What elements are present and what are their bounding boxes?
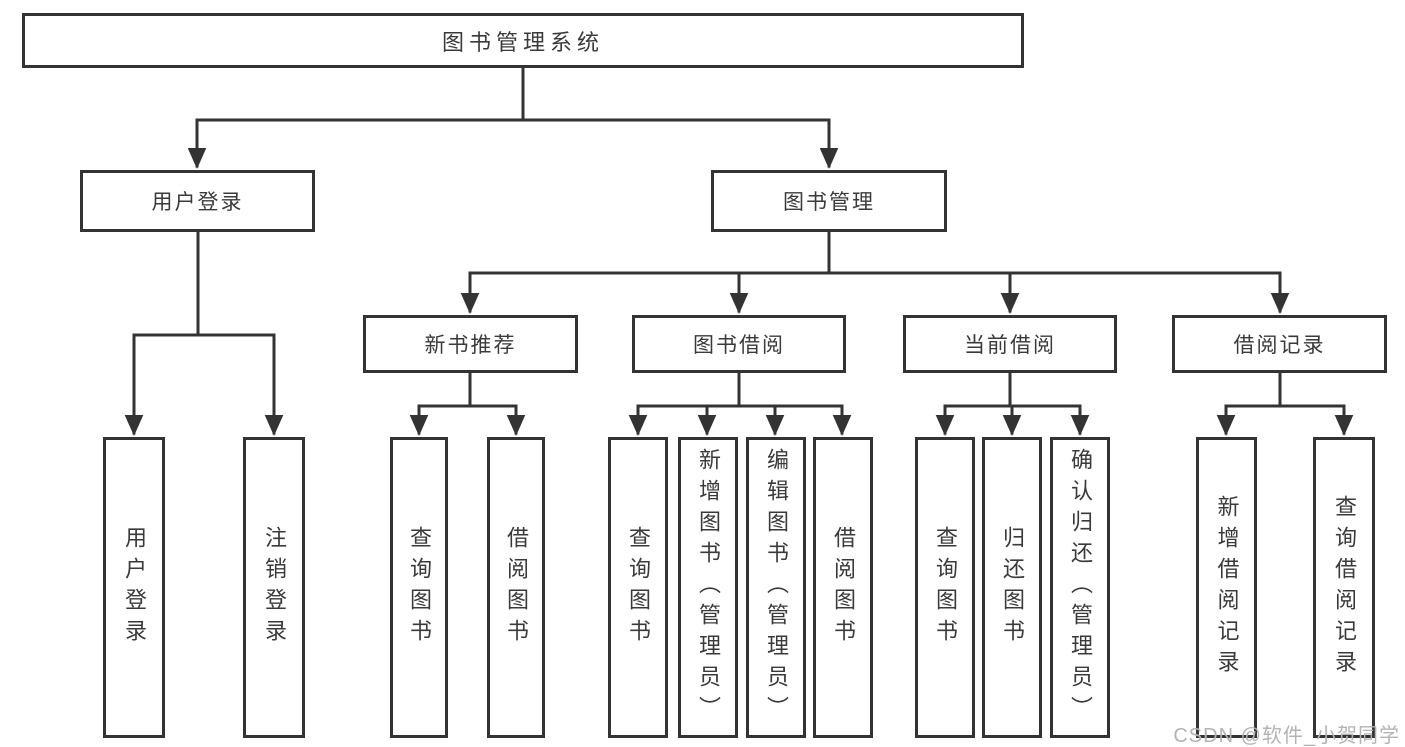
node-user-login: 用户登录 <box>80 170 315 232</box>
node-current-borrow-label: 当前借阅 <box>964 334 1056 357</box>
leaf-add-books-admin-label: 新增图书（管理员） <box>696 448 721 727</box>
leaf-query-borrow-record-label: 查询借阅记录 <box>1332 494 1357 681</box>
leaf-query-borrow-record: 查询借阅记录 <box>1313 437 1375 738</box>
connector-user-login-children <box>124 230 284 436</box>
watermark: CSDN @软件_小贺同学 <box>1173 725 1400 747</box>
leaf-logout: 注销登录 <box>243 437 305 738</box>
leaf-borrow-books-1: 借阅图书 <box>487 437 545 738</box>
node-current-borrow: 当前借阅 <box>903 315 1117 373</box>
node-book-borrow-label: 图书借阅 <box>693 334 785 357</box>
leaf-return-books: 归还图书 <box>982 437 1042 738</box>
leaf-confirm-return-admin-label: 确认归还（管理员） <box>1068 448 1093 727</box>
leaf-logout-label: 注销登录 <box>262 525 287 650</box>
node-borrow-record-label: 借阅记录 <box>1233 334 1326 357</box>
node-book-borrow: 图书借阅 <box>632 315 846 373</box>
leaf-query-books-2-label: 查询图书 <box>626 525 651 650</box>
leaf-query-books-1: 查询图书 <box>390 437 448 738</box>
leaf-borrow-books-1-label: 借阅图书 <box>504 525 529 650</box>
leaf-query-books-1-label: 查询图书 <box>407 525 432 650</box>
connector-root-to-level2 <box>187 66 839 169</box>
node-root-label: 图书管理系统 <box>441 29 604 55</box>
leaf-return-books-label: 归还图书 <box>1000 525 1025 650</box>
node-book-management: 图书管理 <box>711 170 947 232</box>
leaf-add-books-admin: 新增图书（管理员） <box>678 437 738 738</box>
connector-new-book-children <box>409 371 526 436</box>
connector-current-borrow-children <box>935 371 1090 436</box>
node-borrow-record: 借阅记录 <box>1172 315 1387 373</box>
leaf-user-login: 用户登录 <box>103 437 165 738</box>
leaf-user-login-label: 用户登录 <box>122 525 147 650</box>
node-root: 图书管理系统 <box>22 13 1024 68</box>
leaf-query-books-3: 查询图书 <box>915 437 975 738</box>
node-new-book-recommend-label: 新书推荐 <box>424 334 517 357</box>
leaf-edit-books-admin-label: 编辑图书（管理员） <box>764 448 789 727</box>
leaf-borrow-books-2-label: 借阅图书 <box>831 525 856 650</box>
connector-book-mgmt-children <box>460 230 1290 314</box>
connector-book-borrow-children <box>628 371 852 436</box>
node-book-management-label: 图书管理 <box>783 191 875 214</box>
leaf-confirm-return-admin: 确认归还（管理员） <box>1050 437 1110 738</box>
leaf-add-borrow-record: 新增借阅记录 <box>1196 437 1257 738</box>
leaf-query-books-3-label: 查询图书 <box>933 525 958 650</box>
leaf-borrow-books-2: 借阅图书 <box>813 437 873 738</box>
connector-borrow-record-children <box>1216 371 1354 436</box>
node-user-login-label: 用户登录 <box>151 191 244 214</box>
leaf-edit-books-admin: 编辑图书（管理员） <box>746 437 806 738</box>
leaf-add-borrow-record-label: 新增借阅记录 <box>1214 494 1240 681</box>
leaf-query-books-2: 查询图书 <box>608 437 668 738</box>
node-new-book-recommend: 新书推荐 <box>363 315 578 373</box>
